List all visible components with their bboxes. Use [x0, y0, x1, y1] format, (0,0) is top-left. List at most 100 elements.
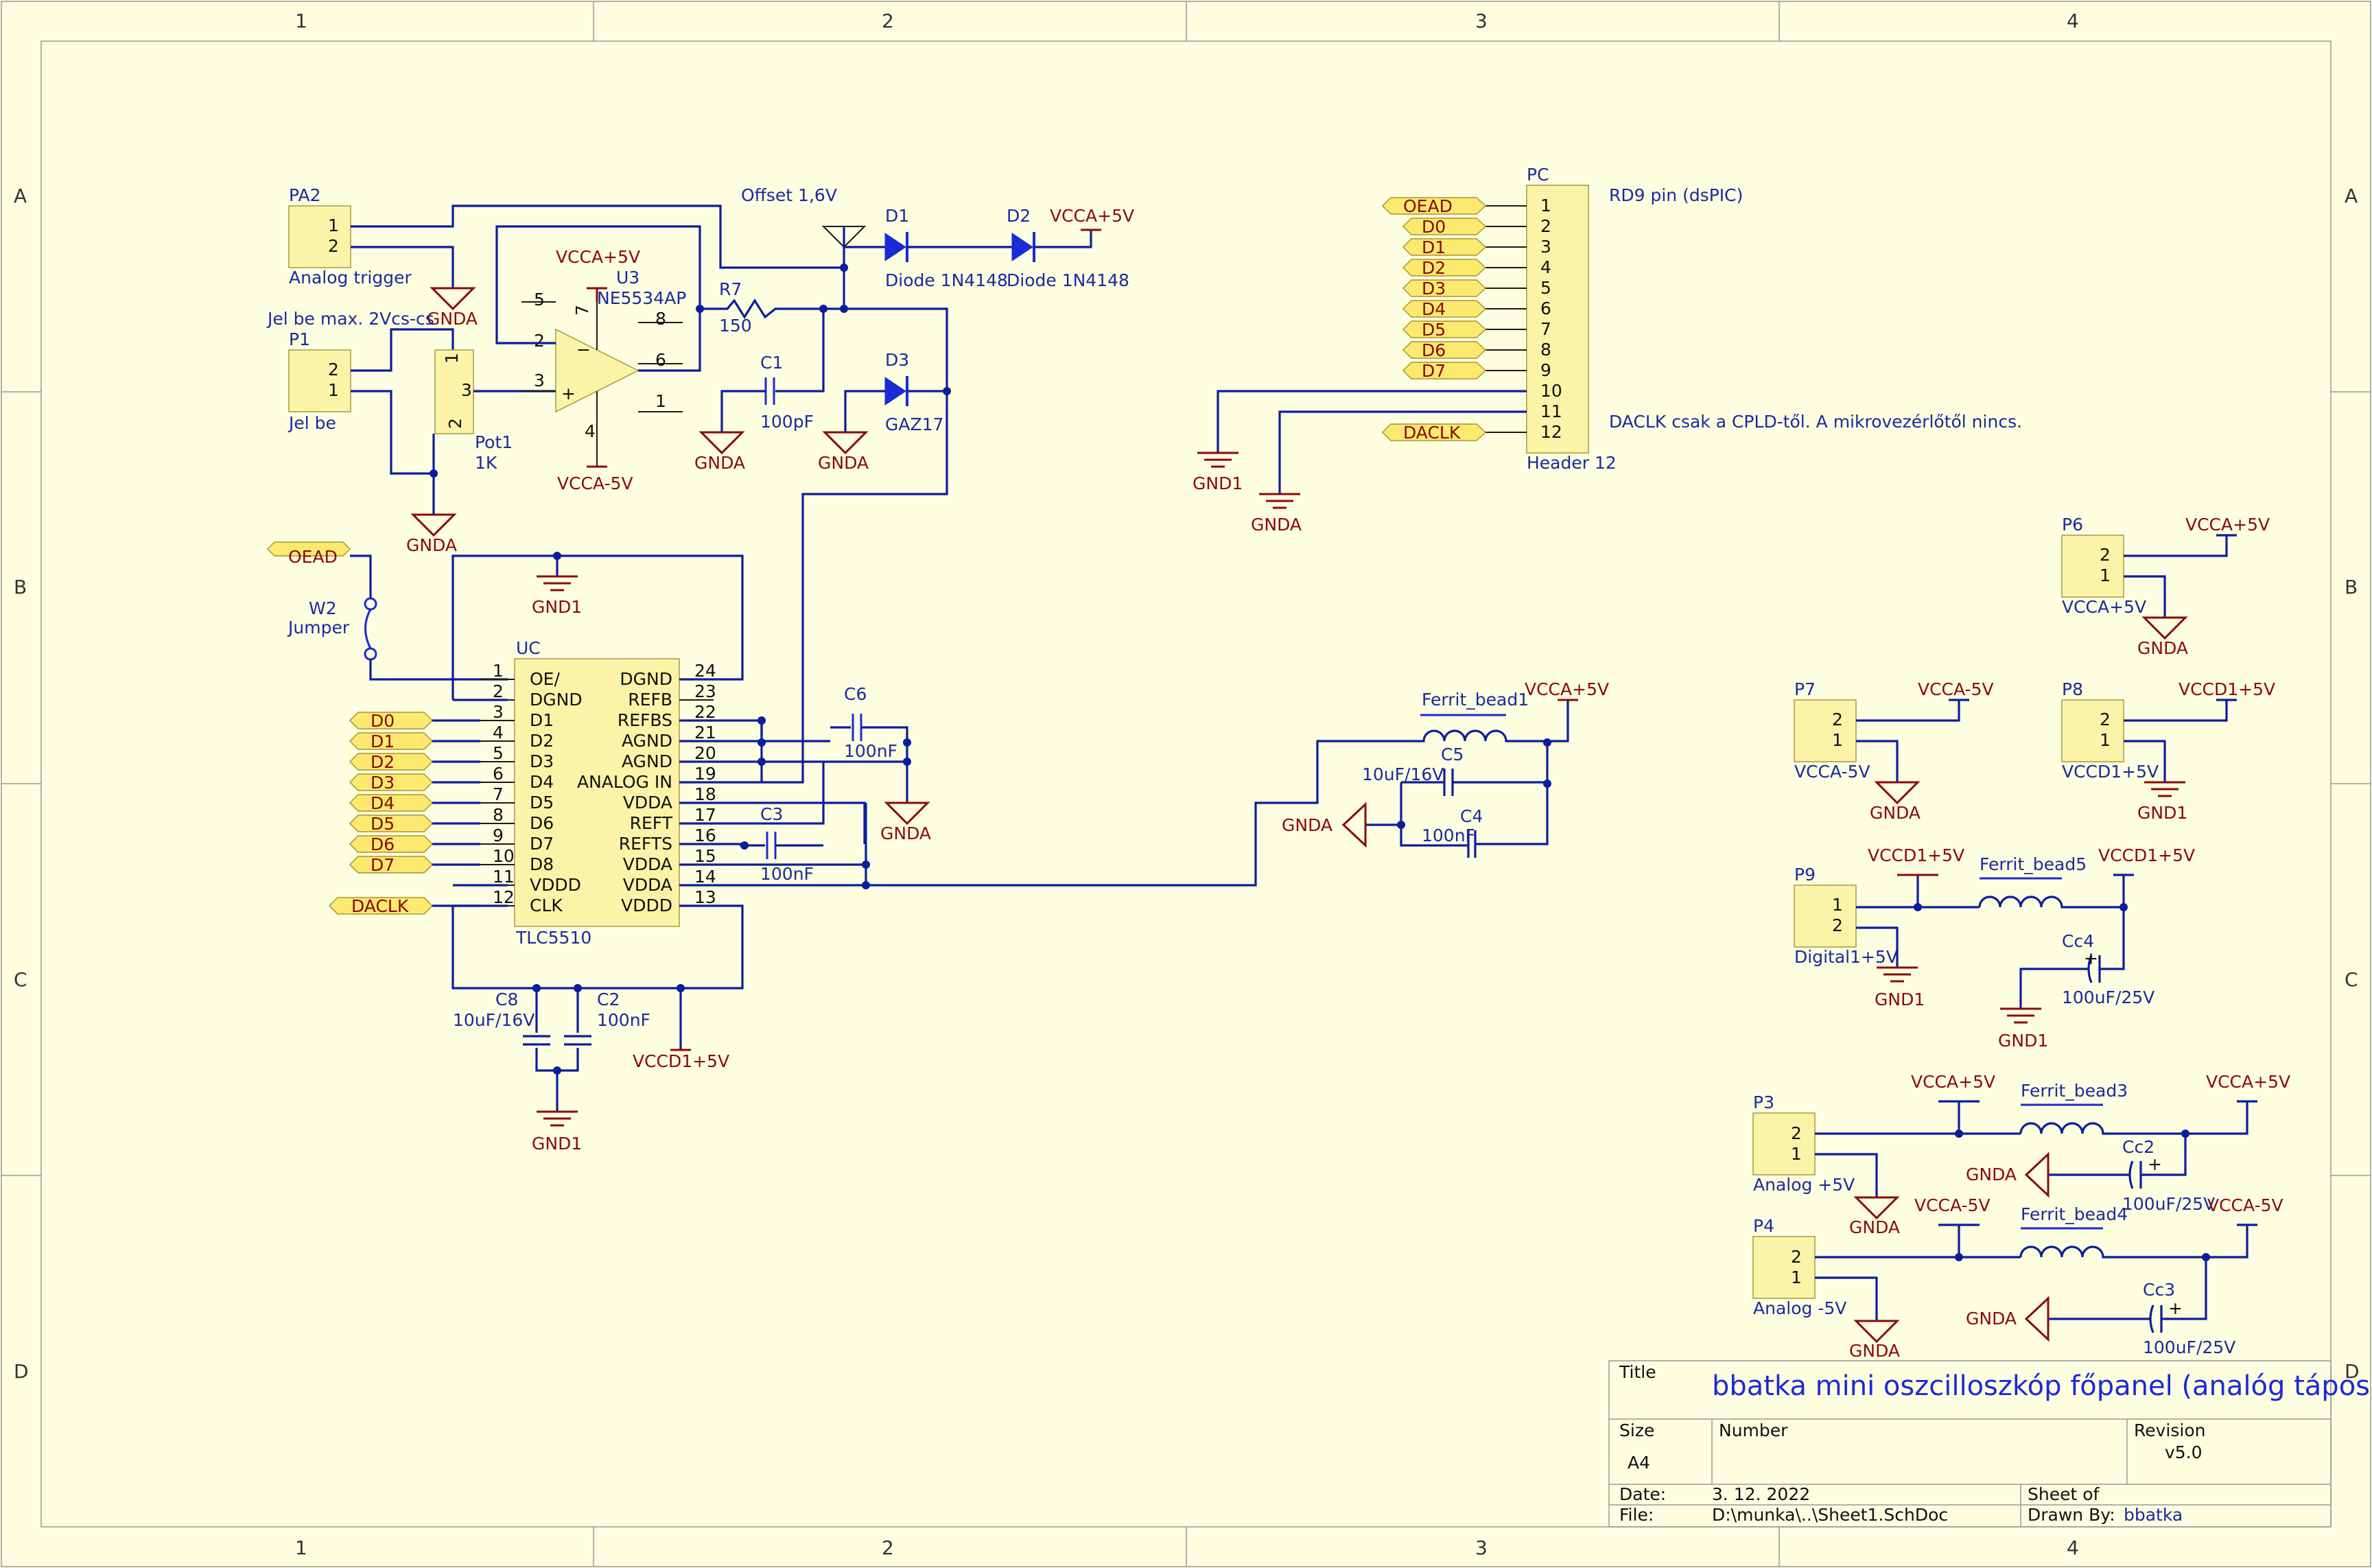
- opamp-u3: − + 5 2 3 7 8 6 1 4 U3 NE5534AP VCCA+5V …: [495, 225, 701, 493]
- u3-pin-2: 2: [534, 331, 545, 351]
- d2-ref: D2: [1007, 206, 1031, 226]
- connector-p8: P8 2 1 VCCD1+5V VCCD1+5V GND1: [2061, 679, 2275, 823]
- pot1-ref: Pot1: [475, 432, 513, 452]
- uc-port-label: D5: [371, 814, 395, 834]
- pc-pin-number: 10: [1540, 381, 1562, 401]
- uc-port-label: D7: [371, 855, 395, 875]
- uc-right-pin-name: REFT: [630, 813, 673, 833]
- pc-port-label: D1: [1422, 237, 1446, 257]
- row-label-d: D: [14, 1360, 29, 1383]
- pa2-pin-1: 1: [328, 215, 339, 235]
- uc-right-pin-number: 14: [694, 867, 716, 887]
- uc-right-pin-name: REFBS: [618, 710, 672, 730]
- pot1-pin-1: 1: [442, 353, 462, 364]
- p3-pin-2: 2: [1791, 1123, 1802, 1143]
- row-label-b: B: [14, 576, 27, 598]
- connector-p9: P9 1 2 Digital1+5V VCCD1+5V GND1: [1794, 845, 1980, 1009]
- u3-vcca-plus: VCCA+5V: [556, 247, 640, 267]
- d1-ref: D1: [885, 206, 909, 226]
- c6-value: 100nF: [844, 741, 897, 761]
- col-label-2-bottom: 2: [882, 1536, 894, 1559]
- p8-ref: P8: [2062, 679, 2083, 699]
- p9-gnd1: GND1: [1875, 990, 1925, 1009]
- uc-right-pin-number: 17: [694, 805, 716, 825]
- p6-gnda: GNDA: [2137, 638, 2188, 658]
- c4-ref: C4: [1460, 806, 1483, 826]
- p8-vccd1: VCCD1+5V: [2179, 679, 2275, 699]
- p1-ref: P1: [289, 329, 310, 349]
- capacitor-c3: C3 100nF: [744, 804, 823, 884]
- uc-right-pin-name: DGND: [620, 669, 672, 689]
- col-label-1-bottom: 1: [295, 1536, 307, 1559]
- uc-left-pin-number: 1: [493, 661, 504, 681]
- row-label-a-right: A: [2345, 185, 2358, 207]
- uc-right-pin-name: VDDD: [621, 896, 672, 915]
- w2-ref: W2: [309, 598, 337, 618]
- capacitor-cc4: Cc4 100uF/25V + GND1: [1998, 907, 2154, 1051]
- p1-pin-1: 1: [328, 380, 339, 400]
- fb5-vccd1: VCCD1+5V: [2098, 845, 2195, 865]
- uc-port-label: D6: [371, 834, 395, 854]
- row-label-b-right: B: [2345, 576, 2358, 598]
- u3-pin-1: 1: [655, 391, 666, 411]
- uc-left-pin-number: 3: [493, 702, 504, 722]
- pc-note: RD9 pin (dsPIC): [1609, 185, 1743, 205]
- pc-port-label: D3: [1422, 279, 1446, 299]
- cc4-ref: Cc4: [2062, 931, 2094, 951]
- size-label: Size: [1619, 1420, 1654, 1440]
- pa2-ref: PA2: [289, 185, 320, 205]
- diode-d2: D2 Diode 1N4148 VCCA+5V: [1007, 206, 1134, 290]
- c5-value: 10uF/16V: [1362, 764, 1444, 784]
- c3-value: 100nF: [760, 864, 814, 884]
- date-value: 3. 12. 2022: [1712, 1484, 1810, 1504]
- p4-pin-2: 2: [1791, 1247, 1802, 1267]
- pc-port-label: D0: [1422, 217, 1446, 237]
- p7-gnda: GNDA: [1870, 803, 1921, 823]
- uc-left-pin-number: 8: [493, 805, 504, 825]
- fb3-ref: Ferrit_bead3: [2021, 1081, 2128, 1101]
- uc-port-label: D2: [371, 752, 395, 772]
- svg-text:+: +: [561, 384, 576, 403]
- pc-pin-number: 11: [1540, 401, 1562, 421]
- svg-text:−: −: [576, 340, 591, 360]
- pa2-pin-2: 2: [328, 236, 339, 256]
- uc-left-pin-name: OE/: [530, 669, 560, 689]
- c1-ref: C1: [760, 353, 783, 373]
- capacitor-c8: C8 10uF/16V: [453, 984, 557, 1072]
- p3-gnda: GNDA: [1849, 1217, 1900, 1237]
- pc-port-label: D2: [1422, 258, 1446, 278]
- uc-right-pin-name: ANALOG IN: [577, 772, 672, 792]
- date-label: Date:: [1619, 1484, 1666, 1504]
- gnda-label: GNDA: [427, 309, 478, 329]
- p3-ref: P3: [1753, 1092, 1774, 1112]
- uc-left-pin-name: D5: [530, 793, 554, 812]
- p3-vcca: VCCA+5V: [1911, 1072, 1995, 1092]
- p7-pin-2: 2: [1832, 710, 1843, 729]
- uc-left-pin-number: 10: [493, 846, 515, 866]
- d2-vcca-plus: VCCA+5V: [1050, 206, 1134, 226]
- cc4-value: 100uF/25V: [2062, 987, 2154, 1007]
- connector-p1: Jel be max. 2Vcs-cs P1 2 1 Jel be: [266, 309, 454, 494]
- row-label-d-right: D: [2345, 1360, 2360, 1383]
- potentiometer-pot1: 1 3 2 Pot1 1K: [432, 349, 556, 473]
- uc-right-pin-number: 22: [694, 702, 716, 722]
- pot1-pin-3: 3: [461, 380, 472, 400]
- diode-d1: D1 Diode 1N4148: [884, 206, 1012, 290]
- d3-ref: D3: [885, 350, 909, 370]
- p9-desc: Digital1+5V: [1794, 947, 1898, 967]
- fb1-vcca: VCCA+5V: [1525, 679, 1609, 699]
- row-label-a: A: [14, 185, 27, 207]
- p9-vccd1: VCCD1+5V: [1868, 845, 1964, 865]
- title-block: Title bbatka mini oszcilloszkóp főpanel …: [1608, 1360, 2372, 1528]
- capacitor-c4: C4 100nF GNDA: [1282, 782, 1483, 858]
- offset-label: Offset 1,6V: [741, 185, 837, 205]
- uc-right-pin-name: AGND: [622, 751, 672, 771]
- w2-value: Jumper: [287, 618, 350, 637]
- cc2-ref: Cc2: [2122, 1137, 2154, 1157]
- fb1-ref: Ferrit_bead1: [1422, 690, 1529, 710]
- p4-ref: P4: [1753, 1216, 1774, 1236]
- uc-right-pin-name: VDDA: [623, 875, 672, 895]
- uc-left-pin-name: D2: [530, 731, 554, 751]
- c1-gnda: GNDA: [694, 453, 745, 473]
